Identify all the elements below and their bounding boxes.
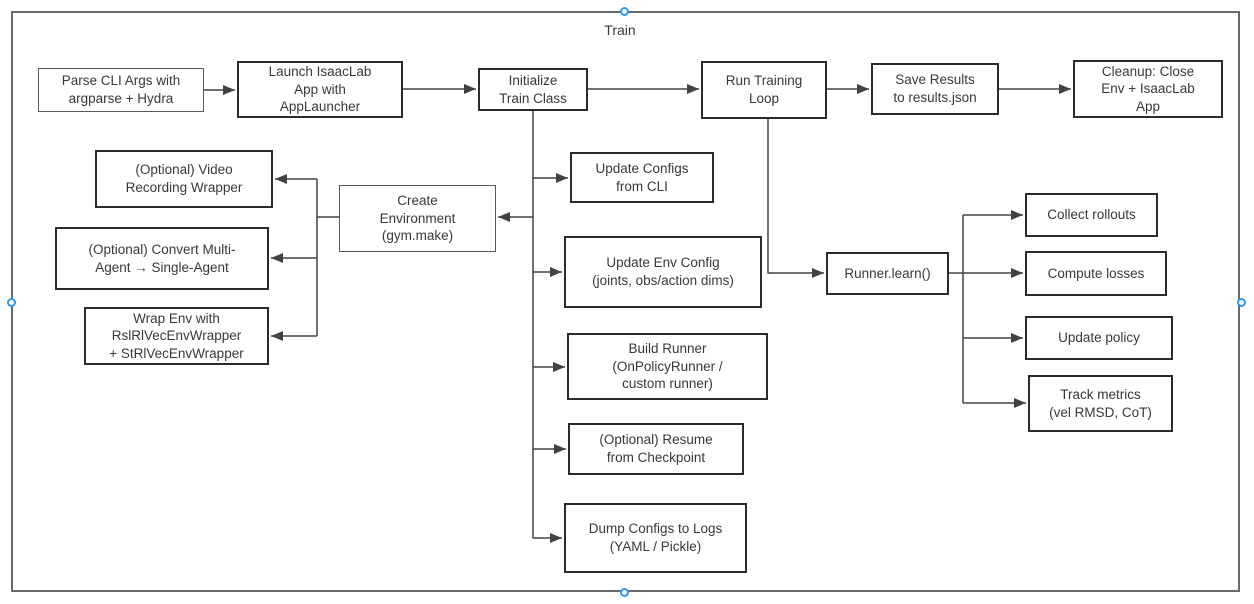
node-launch-isaaclab-app[interactable]: Launch IsaacLab App with AppLauncher — [237, 61, 403, 118]
node-runner-learn[interactable]: Runner.learn() — [826, 252, 949, 295]
node-video-recording-wrapper[interactable]: (Optional) Video Recording Wrapper — [95, 150, 273, 208]
selection-handle-right[interactable] — [1237, 298, 1246, 307]
node-compute-losses[interactable]: Compute losses — [1025, 251, 1167, 296]
node-dump-configs-to-logs[interactable]: Dump Configs to Logs (YAML / Pickle) — [564, 503, 747, 573]
node-create-environment[interactable]: Create Environment (gym.make) — [339, 185, 496, 252]
selection-handle-left[interactable] — [7, 298, 16, 307]
node-wrap-env[interactable]: Wrap Env with RslRlVecEnvWrapper + StRlV… — [84, 307, 269, 365]
node-collect-rollouts[interactable]: Collect rollouts — [1025, 193, 1158, 237]
selection-handle-bottom[interactable] — [620, 588, 629, 597]
edge-runloop-to-runnerlearn[interactable] — [767, 119, 824, 278]
edge-initialize-to-dumpconfigs[interactable] — [532, 111, 562, 543]
node-run-training-loop[interactable]: Run Training Loop — [701, 61, 827, 119]
node-convert-multi-agent[interactable]: (Optional) Convert Multi- Agent → Single… — [55, 227, 269, 290]
node-parse-cli-args[interactable]: Parse CLI Args with argparse + Hydra — [38, 68, 204, 112]
node-track-metrics[interactable]: Track metrics (vel RMSD, CoT) — [1028, 375, 1173, 432]
node-update-env-config[interactable]: Update Env Config (joints, obs/action di… — [564, 236, 762, 308]
node-save-results[interactable]: Save Results to results.json — [871, 63, 999, 115]
node-resume-from-checkpoint[interactable]: (Optional) Resume from Checkpoint — [568, 423, 744, 475]
node-update-configs-from-cli[interactable]: Update Configs from CLI — [570, 152, 714, 203]
node-update-policy[interactable]: Update policy — [1025, 316, 1173, 360]
node-initialize-train-class[interactable]: Initialize Train Class — [478, 68, 588, 111]
selection-handle-top[interactable] — [620, 7, 629, 16]
diagram-title: Train — [604, 22, 636, 38]
node-build-runner[interactable]: Build Runner (OnPolicyRunner / custom ru… — [567, 333, 768, 400]
node-cleanup[interactable]: Cleanup: Close Env + IsaacLab App — [1073, 60, 1223, 118]
